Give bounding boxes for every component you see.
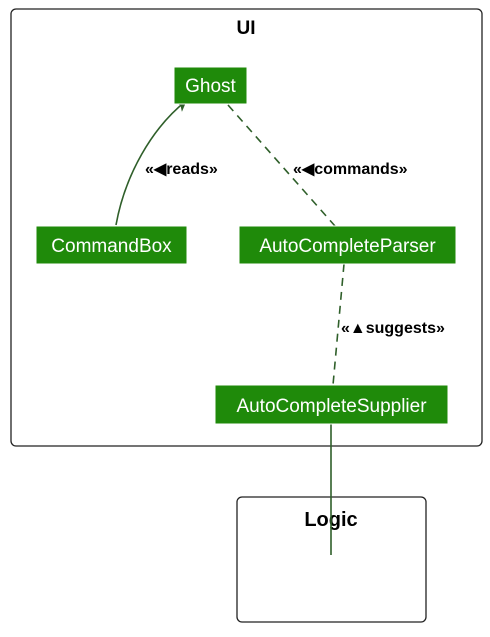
commands-relation-label: «◀commands» [293,161,408,178]
ghost-class-label: Ghost [185,76,236,97]
auto-complete-supplier-class-label: AutoCompleteSupplier [236,396,427,417]
ghost-class[interactable]: Ghost [173,66,248,105]
command-box-class-label: CommandBox [51,236,172,257]
suggests-relation-label: «▲suggests» [341,320,445,337]
ui-package-title: UI [237,18,256,39]
reads-relation-line [115,100,187,226]
auto-complete-supplier-class[interactable]: AutoCompleteSupplier [214,384,449,425]
suggests-relation-line [332,263,345,386]
auto-complete-parser-class[interactable]: AutoCompleteParser [238,225,457,265]
ghost-class-box [173,66,248,105]
auto-complete-parser-class-label: AutoCompleteParser [259,236,436,257]
auto-complete-supplier-class-box [214,384,449,425]
command-box-class[interactable]: CommandBox [35,225,188,265]
command-box-class-box [35,225,188,265]
auto-complete-parser-class-box [238,225,457,265]
reads-relation-label: «◀reads» [145,161,218,178]
